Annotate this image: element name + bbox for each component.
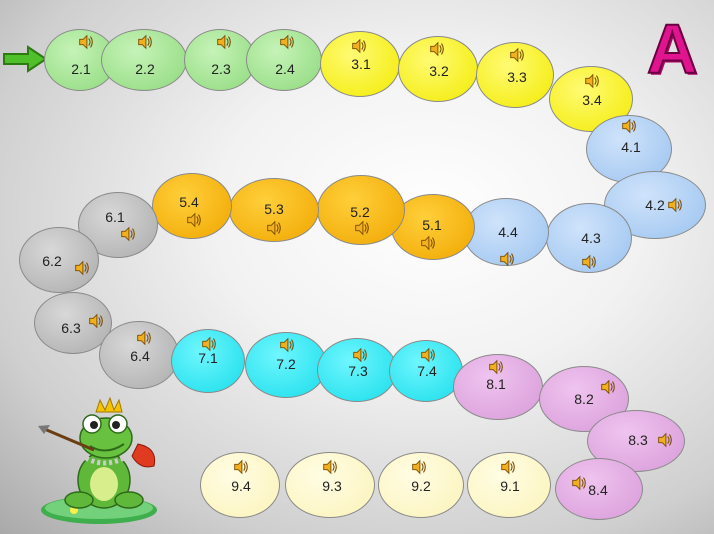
speaker-icon[interactable] bbox=[278, 336, 296, 354]
speaker-icon[interactable] bbox=[353, 219, 371, 237]
cell-9-4[interactable]: 9.4 bbox=[200, 452, 280, 518]
speaker-icon[interactable] bbox=[419, 346, 437, 364]
cell-3-3[interactable]: 3.3 bbox=[476, 42, 554, 108]
cell-9-3[interactable]: 9.3 bbox=[285, 452, 375, 518]
speaker-icon[interactable] bbox=[487, 358, 505, 376]
cell-label: 5.2 bbox=[350, 204, 369, 220]
cell-label: 8.4 bbox=[588, 482, 607, 498]
speaker-icon[interactable] bbox=[321, 458, 339, 476]
cell-7-1[interactable]: 7.1 bbox=[171, 329, 245, 393]
cell-5-2[interactable]: 5.2 bbox=[317, 175, 405, 245]
speaker-icon[interactable] bbox=[185, 211, 203, 229]
cell-label: 5.3 bbox=[264, 201, 283, 217]
frog-prince-illustration bbox=[34, 392, 164, 527]
cell-label: 2.1 bbox=[71, 61, 90, 77]
cell-label: 3.2 bbox=[429, 63, 448, 79]
cell-7-2[interactable]: 7.2 bbox=[245, 332, 327, 398]
cell-label: 9.3 bbox=[322, 478, 341, 494]
cell-label: 7.4 bbox=[417, 363, 436, 379]
speaker-icon[interactable] bbox=[77, 33, 95, 51]
speaker-icon[interactable] bbox=[570, 474, 588, 492]
cell-label: 6.1 bbox=[105, 209, 124, 225]
cell-9-1[interactable]: 9.1 bbox=[467, 452, 551, 518]
cell-2-4[interactable]: 2.4 bbox=[246, 29, 322, 91]
cell-label: 9.4 bbox=[231, 478, 250, 494]
cell-label: 9.1 bbox=[500, 478, 519, 494]
cell-label: 2.4 bbox=[275, 61, 294, 77]
cell-label: 5.1 bbox=[422, 217, 441, 233]
cell-label: 4.3 bbox=[581, 230, 600, 246]
cell-label: 4.4 bbox=[498, 224, 517, 240]
cell-7-4[interactable]: 7.4 bbox=[389, 340, 463, 402]
speaker-icon[interactable] bbox=[599, 378, 617, 396]
speaker-icon[interactable] bbox=[508, 46, 526, 64]
speaker-icon[interactable] bbox=[656, 431, 674, 449]
cell-label: 3.3 bbox=[507, 69, 526, 85]
cell-2-2[interactable]: 2.2 bbox=[101, 29, 187, 91]
cell-5-3[interactable]: 5.3 bbox=[229, 178, 319, 242]
speaker-icon[interactable] bbox=[428, 40, 446, 58]
cell-label: 2.2 bbox=[135, 61, 154, 77]
cell-label: 5.4 bbox=[179, 194, 198, 210]
speaker-icon[interactable] bbox=[351, 346, 369, 364]
speaker-icon[interactable] bbox=[620, 117, 638, 135]
cell-3-1[interactable]: 3.1 bbox=[320, 31, 400, 97]
speaker-icon[interactable] bbox=[350, 37, 368, 55]
cell-7-3[interactable]: 7.3 bbox=[317, 338, 397, 402]
cell-label: 8.2 bbox=[574, 391, 593, 407]
cell-4-3[interactable]: 4.3 bbox=[546, 203, 632, 273]
speaker-icon[interactable] bbox=[200, 335, 218, 353]
arrow-right-icon[interactable] bbox=[2, 45, 48, 73]
cell-label: 3.1 bbox=[351, 56, 370, 72]
speaker-icon[interactable] bbox=[119, 225, 137, 243]
cell-3-2[interactable]: 3.2 bbox=[398, 36, 478, 102]
speaker-icon[interactable] bbox=[232, 458, 250, 476]
cell-5-4[interactable]: 5.4 bbox=[152, 173, 232, 239]
cell-label: 6.3 bbox=[61, 320, 80, 336]
speaker-icon[interactable] bbox=[135, 329, 153, 347]
speaker-icon[interactable] bbox=[419, 234, 437, 252]
cell-label: 8.3 bbox=[628, 432, 647, 448]
speaker-icon[interactable] bbox=[265, 219, 283, 237]
cell-label: 8.1 bbox=[486, 376, 505, 392]
cell-label: 2.3 bbox=[211, 61, 230, 77]
speaker-icon[interactable] bbox=[498, 250, 516, 268]
speaker-icon[interactable] bbox=[580, 253, 598, 271]
cell-label: 9.2 bbox=[411, 478, 430, 494]
cell-label: 6.2 bbox=[42, 253, 61, 269]
cell-6-4[interactable]: 6.4 bbox=[99, 321, 179, 389]
cell-8-4[interactable]: 8.4 bbox=[555, 458, 643, 520]
cell-label: 6.4 bbox=[130, 348, 149, 364]
speaker-icon[interactable] bbox=[73, 259, 91, 277]
cell-label: 3.4 bbox=[582, 92, 601, 108]
cell-label: 7.2 bbox=[276, 356, 295, 372]
speaker-icon[interactable] bbox=[136, 33, 154, 51]
speaker-icon[interactable] bbox=[87, 312, 105, 330]
speaker-icon[interactable] bbox=[499, 458, 517, 476]
speaker-icon[interactable] bbox=[215, 33, 233, 51]
speaker-icon[interactable] bbox=[410, 458, 428, 476]
cell-6-2[interactable]: 6.2 bbox=[19, 227, 99, 293]
cell-label: 7.3 bbox=[348, 363, 367, 379]
cell-label: 4.1 bbox=[621, 139, 640, 155]
title-letter: A bbox=[647, 14, 698, 84]
speaker-icon[interactable] bbox=[278, 33, 296, 51]
speaker-icon[interactable] bbox=[666, 196, 684, 214]
cell-label: 4.2 bbox=[645, 197, 664, 213]
speaker-icon[interactable] bbox=[583, 72, 601, 90]
cell-8-1[interactable]: 8.1 bbox=[453, 354, 543, 420]
cell-4-4[interactable]: 4.4 bbox=[463, 198, 549, 266]
cell-9-2[interactable]: 9.2 bbox=[378, 452, 464, 518]
